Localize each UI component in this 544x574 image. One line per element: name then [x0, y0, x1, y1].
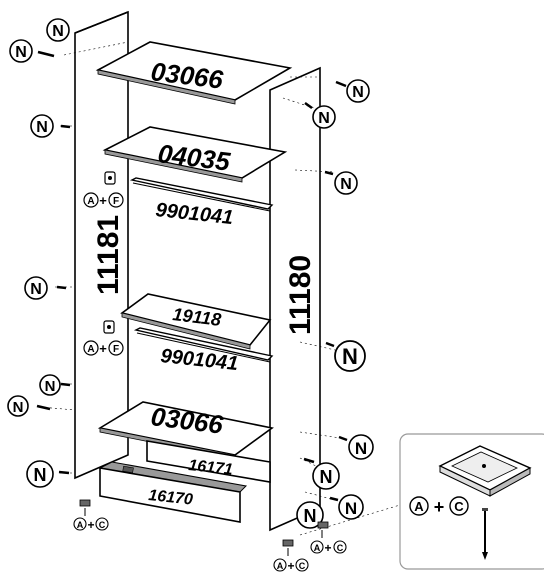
svg-text:+: +	[99, 193, 107, 208]
shelf-second: 04035	[102, 126, 288, 183]
fastener-badges: N N N N N N N N N N N N N N N	[7, 18, 374, 529]
screw-marks	[36, 50, 348, 502]
glide-plate-detail	[438, 445, 532, 497]
svg-text:A: A	[77, 520, 84, 530]
svg-text:N: N	[15, 44, 27, 61]
svg-text:N: N	[320, 467, 333, 487]
n-badge-12: N	[26, 460, 54, 488]
svg-text:N: N	[355, 439, 367, 458]
svg-text:+: +	[287, 559, 294, 573]
left-panel-number: 11181	[92, 215, 125, 295]
n-badge-6: N	[334, 171, 358, 195]
n-badge-2: N	[9, 39, 33, 63]
n-badge-1: N	[46, 18, 70, 42]
svg-text:N: N	[342, 344, 358, 369]
svg-text:N: N	[30, 281, 42, 298]
svg-text:N: N	[318, 110, 330, 127]
rail-upper-number: 9901041	[154, 199, 234, 229]
svg-text:N: N	[345, 499, 357, 518]
glide-left: A + C	[73, 499, 109, 532]
svg-text:+: +	[99, 341, 107, 356]
n-badge-10: N	[7, 395, 29, 417]
detail-callout: A + C	[399, 433, 544, 570]
svg-text:N: N	[13, 399, 24, 416]
svg-text:C: C	[454, 499, 464, 514]
left-side-panel: 11181	[74, 10, 129, 480]
rail-bracket-upper: A + F	[83, 171, 124, 208]
plinth-inner: 16171	[146, 440, 271, 483]
svg-text:N: N	[34, 465, 47, 485]
n-badge-11: N	[348, 434, 374, 460]
n-badge-7: N	[24, 276, 48, 300]
n-badge-8: N	[334, 340, 366, 372]
svg-text:A: A	[87, 344, 94, 355]
svg-text:+: +	[87, 518, 94, 532]
right-panel-number: 11180	[284, 255, 317, 335]
svg-text:N: N	[304, 506, 317, 526]
svg-text:+: +	[434, 497, 445, 517]
n-badge-15: N	[296, 501, 324, 529]
plinth-inner-number: 16171	[188, 457, 234, 479]
svg-text:N: N	[52, 23, 64, 40]
svg-text:F: F	[113, 196, 119, 207]
svg-text:C: C	[99, 520, 106, 530]
plinth-front-number: 16170	[148, 487, 194, 509]
svg-text:+: +	[324, 541, 331, 555]
n-badge-9: N	[39, 374, 61, 396]
svg-text:A: A	[314, 543, 321, 553]
glide-bottom: A + C	[273, 539, 309, 573]
n-badge-13: N	[312, 462, 340, 490]
svg-text:F: F	[113, 344, 119, 355]
shelf-middle: 19118	[120, 293, 272, 350]
svg-text:N: N	[340, 176, 352, 193]
n-badge-14: N	[338, 494, 364, 520]
svg-text:C: C	[299, 561, 306, 571]
svg-text:N: N	[352, 84, 364, 101]
rail-upper: 9901041	[129, 177, 274, 229]
n-badge-5: N	[30, 114, 54, 138]
shelf-top: 03066	[95, 41, 293, 105]
n-badge-4: N	[312, 105, 336, 129]
n-badge-3: N	[346, 79, 370, 103]
svg-text:A: A	[87, 196, 94, 207]
screw-detail	[482, 508, 488, 560]
plinth-front: 16170	[98, 461, 248, 523]
rail-bracket-lower: A + F	[83, 320, 124, 356]
svg-text:C: C	[337, 543, 344, 553]
svg-text:A: A	[414, 499, 424, 514]
svg-text:N: N	[36, 119, 48, 136]
svg-text:N: N	[45, 378, 56, 395]
glide-right: A + C	[310, 521, 347, 555]
svg-text:A: A	[277, 561, 284, 571]
right-side-panel: 11180	[269, 66, 321, 532]
